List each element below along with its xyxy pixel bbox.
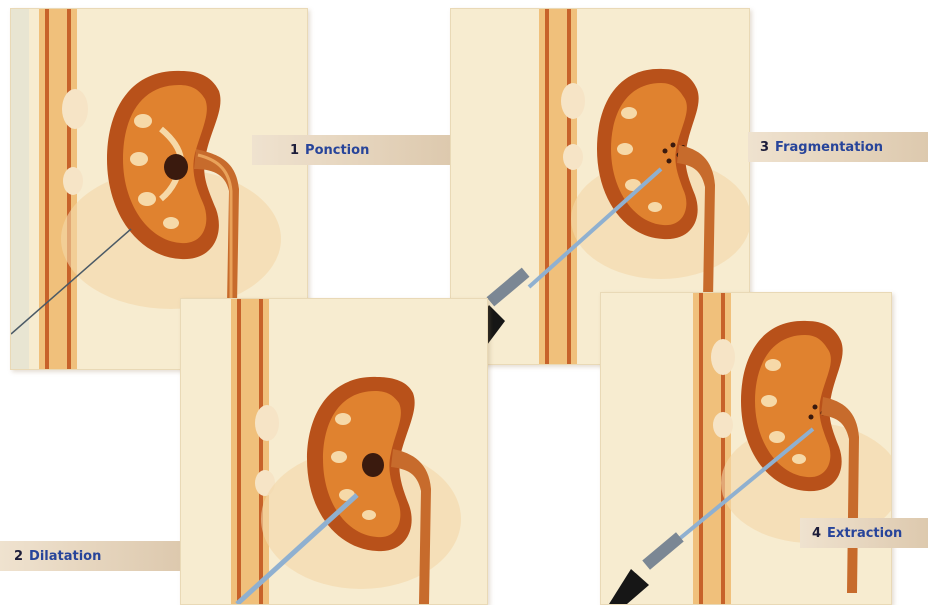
calyx	[765, 359, 781, 371]
kidney-stone	[362, 453, 384, 477]
step-number: 2	[14, 549, 23, 564]
calyx	[648, 202, 662, 212]
calyx	[362, 510, 376, 520]
vertebra	[711, 339, 735, 375]
step-number: 4	[812, 526, 821, 541]
step-number: 3	[760, 140, 769, 155]
stone-fragment	[667, 159, 672, 164]
step-title: Fragmentation	[775, 140, 883, 155]
panel-extraction	[600, 292, 892, 605]
calyx	[130, 152, 148, 166]
calyx	[769, 431, 785, 443]
step-label-4: 4 Extraction	[800, 518, 928, 548]
spine-column	[231, 299, 269, 604]
stone-fragment	[671, 143, 676, 148]
calyx	[134, 114, 152, 128]
panel-dilatation	[180, 298, 488, 605]
calyx	[617, 143, 633, 155]
calyx	[621, 107, 637, 119]
illustration-extraction	[601, 293, 891, 604]
kidney-stone	[164, 154, 188, 180]
step-label-1: 1 Ponction	[252, 135, 450, 165]
skin-layer	[11, 9, 29, 369]
vertebra	[63, 167, 83, 195]
vertebra	[561, 83, 585, 119]
step-number: 1	[290, 143, 299, 158]
calyx	[761, 395, 777, 407]
calyx	[163, 217, 179, 229]
vertebra	[62, 89, 88, 129]
illustration-dilatation	[181, 299, 487, 604]
stone-fragment	[813, 405, 818, 410]
calyx	[792, 454, 806, 464]
step-label-3: 3 Fragmentation	[748, 132, 928, 162]
vertebra	[255, 405, 279, 441]
vertebra	[563, 144, 583, 170]
calyx	[138, 192, 156, 206]
stone-fragment	[663, 149, 668, 154]
step-title: Ponction	[305, 143, 369, 158]
stone-fragment	[809, 415, 814, 420]
step-title: Dilatation	[29, 549, 101, 564]
calyx	[331, 451, 347, 463]
vertebra	[713, 412, 733, 438]
spine-column	[539, 9, 577, 364]
calyx	[335, 413, 351, 425]
step-title: Extraction	[827, 526, 902, 541]
step-label-2: 2 Dilatation	[0, 541, 180, 571]
